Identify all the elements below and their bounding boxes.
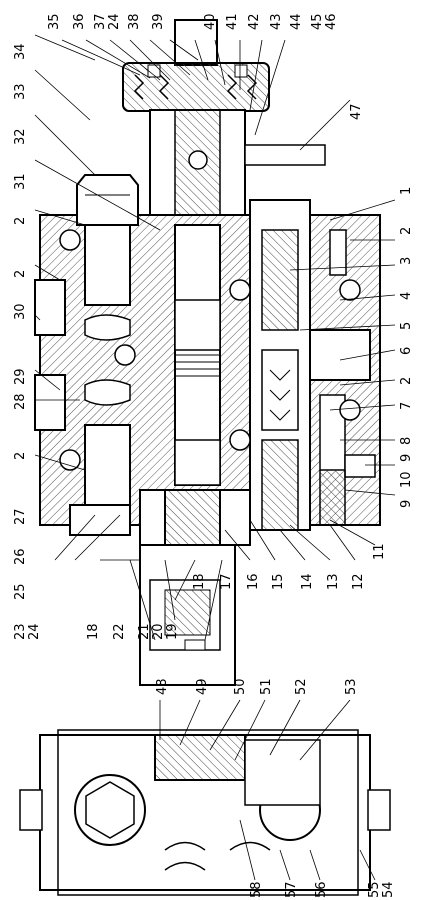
callouts-bottom-main: 12 13 14 15 16 17 18 19 20 21 22 18 23 2… — [13, 508, 366, 640]
right-piston-bore — [249, 199, 311, 531]
callout-23: 23 — [13, 623, 28, 640]
callout-5: 5 — [399, 322, 414, 330]
callout-12: 12 — [351, 573, 366, 590]
callout-2-r1: 2 — [399, 227, 414, 235]
port-6 — [309, 329, 371, 381]
callouts-top: 35 36 37 24 38 39 40 41 42 43 44 45 46 — [47, 13, 339, 30]
callouts-right: 47 1 2 3 4 5 6 2 7 8 9 10 9 11 — [349, 103, 414, 560]
callout-45: 45 — [310, 13, 325, 30]
callout-50: 50 — [233, 678, 248, 695]
callout-46: 46 — [324, 13, 339, 30]
callout-1: 1 — [399, 187, 414, 195]
callout-20: 20 — [151, 623, 166, 640]
callout-16: 16 — [246, 573, 261, 590]
callout-40: 40 — [203, 13, 218, 30]
callout-9-a: 9 — [399, 454, 414, 462]
callout-15: 15 — [271, 573, 286, 590]
callouts-side-top: 48 49 50 51 52 53 — [155, 678, 359, 695]
center-spool — [174, 224, 221, 486]
callout-4: 4 — [399, 292, 414, 300]
relief-valve-nut — [76, 174, 139, 226]
callout-24-top: 24 — [107, 13, 122, 30]
callouts-side-bottom: 54 55 56 57 58 — [249, 881, 396, 898]
callout-33: 33 — [13, 83, 28, 100]
callout-3: 3 — [399, 257, 414, 265]
side-view — [19, 729, 391, 896]
callout-2-r2: 2 — [399, 377, 414, 385]
top-cap-assembly — [122, 19, 326, 216]
callout-34: 34 — [13, 43, 28, 60]
callout-43: 43 — [269, 13, 284, 30]
callout-28: 28 — [13, 393, 28, 410]
callout-58: 58 — [249, 881, 264, 898]
left-spool-bores — [69, 224, 131, 536]
callout-13: 13 — [326, 573, 341, 590]
callout-11: 11 — [372, 543, 387, 560]
callout-30: 30 — [13, 303, 28, 320]
port-28 — [34, 374, 66, 431]
leader-lines — [34, 34, 396, 881]
callout-29: 29 — [13, 368, 28, 385]
callout-56: 56 — [314, 881, 329, 898]
callout-6: 6 — [399, 347, 414, 355]
callout-38: 38 — [127, 13, 142, 30]
callout-31: 31 — [13, 173, 28, 190]
callouts-left: 34 33 32 31 2 2 30 29 28 2 — [13, 43, 28, 460]
callout-42: 42 — [247, 13, 262, 30]
bottom-cap-assembly — [139, 489, 251, 686]
callout-19: 19 — [165, 623, 180, 640]
callout-18-a: 18 — [192, 573, 207, 590]
callout-32: 32 — [13, 128, 28, 145]
callout-25: 25 — [13, 583, 28, 600]
callout-2-l1: 2 — [13, 217, 28, 225]
callout-35: 35 — [47, 13, 62, 30]
callout-54: 54 — [381, 881, 396, 898]
callout-27: 27 — [13, 508, 28, 525]
callout-22: 22 — [112, 623, 127, 640]
callout-8: 8 — [399, 437, 414, 445]
callout-52: 52 — [294, 678, 309, 695]
port-30 — [34, 279, 66, 336]
callout-55: 55 — [367, 881, 382, 898]
callout-39: 39 — [151, 13, 166, 30]
callout-51: 51 — [259, 678, 274, 695]
callout-24-bottom: 24 — [27, 623, 42, 640]
callout-48: 48 — [155, 678, 170, 695]
callout-57: 57 — [284, 881, 299, 898]
callout-49: 49 — [195, 678, 210, 695]
callout-44: 44 — [289, 13, 304, 30]
callout-2-l2: 2 — [13, 270, 28, 278]
callout-21: 21 — [137, 623, 152, 640]
callout-17: 17 — [219, 573, 234, 590]
callout-14: 14 — [300, 573, 315, 590]
callout-26: 26 — [13, 548, 28, 565]
body-holes — [59, 229, 361, 471]
callout-41: 41 — [225, 13, 240, 30]
callout-18-b: 18 — [86, 623, 101, 640]
callout-47: 47 — [349, 103, 364, 120]
main-section-view — [34, 19, 381, 686]
check-valve-8-10 — [319, 394, 376, 526]
callout-10: 10 — [399, 471, 414, 488]
callout-2-l3: 2 — [13, 452, 28, 460]
callout-36: 36 — [72, 13, 87, 30]
callout-7: 7 — [399, 402, 414, 410]
callout-9-b: 9 — [399, 500, 414, 508]
callout-53: 53 — [344, 678, 359, 695]
callout-37: 37 — [93, 13, 108, 30]
